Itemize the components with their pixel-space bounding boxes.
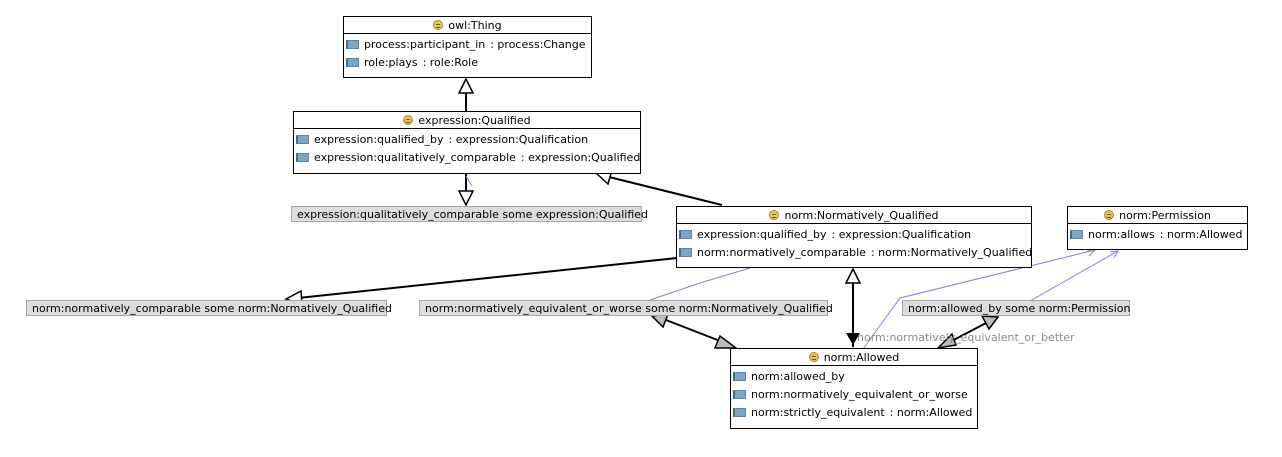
property-list: process:participant_in : process:Change … xyxy=(344,34,591,71)
class-header: expression:Qualified xyxy=(294,112,640,129)
class-owl-thing[interactable]: owl:Thing process:participant_in : proce… xyxy=(343,16,592,78)
property-row[interactable]: norm:allowed_by xyxy=(733,367,977,385)
property-name: norm:allows xyxy=(1088,227,1155,241)
edge-normqual-to-qualified xyxy=(608,176,723,206)
restriction-qualitatively-comparable[interactable]: expression:qualitatively_comparable some… xyxy=(291,206,648,222)
edge-allowed-to-normqual-arrow xyxy=(844,267,862,284)
class-expression-qualified[interactable]: expression:Qualified expression:qualifie… xyxy=(293,111,641,174)
edge-allowed-to-allowedby-arrow xyxy=(980,315,1000,331)
class-title: norm:Permission xyxy=(1119,208,1211,222)
class-header: norm:Permission xyxy=(1068,207,1247,224)
class-title: owl:Thing xyxy=(448,18,502,32)
property-row[interactable]: norm:allows : norm:Allowed xyxy=(1070,225,1247,243)
property-row[interactable]: expression:qualified_by : expression:Qua… xyxy=(296,130,640,148)
property-row[interactable]: norm:normatively_equivalent_or_worse xyxy=(733,385,977,403)
property-name: norm:strictly_equivalent xyxy=(751,405,885,419)
class-norm-allowed[interactable]: norm:Allowed norm:allowed_by norm:normat… xyxy=(730,348,978,429)
class-norm-permission[interactable]: norm:Permission norm:allows : norm:Allow… xyxy=(1067,206,1248,250)
edge-allowed-to-normqual-arrow-bottom xyxy=(846,333,860,345)
property-range: : norm:Allowed xyxy=(889,405,973,419)
edge-label-equivalent-or-better: norm:normatively_equivalent_or_better xyxy=(857,331,1075,344)
class-title: norm:Allowed xyxy=(823,350,900,364)
class-title: expression:Qualified xyxy=(418,113,531,127)
class-norm-normatively-qualified[interactable]: norm:Normatively_Qualified expression:qu… xyxy=(676,206,1032,268)
property-list: expression:qualified_by : expression:Qua… xyxy=(677,224,1033,261)
property-icon xyxy=(296,152,309,162)
restriction-allowed-by[interactable]: norm:allowed_by some norm:Permission xyxy=(902,300,1131,316)
property-icon xyxy=(346,39,359,49)
property-icon xyxy=(346,57,359,67)
property-icon xyxy=(733,407,746,417)
edge-normqual-to-normcomparable xyxy=(297,257,678,299)
edge-qualified-self-2 xyxy=(465,175,473,187)
class-header: norm:Allowed xyxy=(731,349,977,366)
property-row[interactable]: expression:qualified_by : expression:Qua… xyxy=(679,225,1031,243)
restriction-equivalent-or-worse[interactable]: norm:normatively_equivalent_or_worse som… xyxy=(419,300,833,316)
property-name: role:plays xyxy=(364,55,418,69)
edge-qualified-to-thing-arrow xyxy=(457,77,475,94)
property-range: : expression:Qualification xyxy=(831,227,972,241)
edge-qualified-to-restriction-arrow xyxy=(457,190,475,207)
class-icon xyxy=(1104,210,1115,220)
property-name: norm:normatively_equivalent_or_worse xyxy=(751,387,968,401)
edge-permission-to-allowed-head xyxy=(1086,249,1097,257)
class-header: norm:Normatively_Qualified xyxy=(677,207,1031,224)
property-range: : norm:Normatively_Qualified xyxy=(870,245,1033,259)
class-header: owl:Thing xyxy=(344,17,591,34)
property-name: expression:qualified_by xyxy=(697,227,827,241)
class-title: norm:Normatively_Qualified xyxy=(784,208,939,222)
edge-allowedby-to-permission xyxy=(1029,250,1119,302)
property-range: : process:Change xyxy=(490,37,586,51)
class-icon xyxy=(403,115,414,125)
property-row[interactable]: process:participant_in : process:Change xyxy=(346,35,591,53)
edge-allowed-to-equivworse-arrow-bottom xyxy=(713,334,739,349)
property-list: expression:qualified_by : expression:Qua… xyxy=(294,129,640,166)
edge-allowedby-to-permission-head xyxy=(1109,250,1119,259)
property-range: : role:Role xyxy=(422,55,479,69)
class-icon xyxy=(433,20,444,30)
restriction-normatively-comparable[interactable]: norm:normatively_comparable some norm:No… xyxy=(26,300,392,316)
property-name: norm:allowed_by xyxy=(751,369,845,383)
property-range: : norm:Allowed xyxy=(1159,227,1243,241)
property-range: : expression:Qualified xyxy=(520,150,641,164)
property-range: : expression:Qualification xyxy=(448,132,589,146)
property-row[interactable]: norm:normatively_comparable : norm:Norma… xyxy=(679,243,1033,261)
property-name: process:participant_in xyxy=(364,37,486,51)
property-icon xyxy=(1070,229,1083,239)
property-row[interactable]: norm:strictly_equivalent : norm:Allowed xyxy=(733,403,977,421)
property-icon xyxy=(679,229,692,239)
class-icon xyxy=(769,210,780,220)
edge-allowed-to-allowedby-arrow-bottom xyxy=(935,332,958,350)
property-icon xyxy=(733,389,746,399)
property-row[interactable]: expression:qualitatively_comparable : ex… xyxy=(296,148,640,166)
property-row[interactable]: role:plays : role:Role xyxy=(346,53,591,71)
property-name: expression:qualified_by xyxy=(314,132,444,146)
property-name: expression:qualitatively_comparable xyxy=(314,150,516,164)
edge-equivworse-to-normqual xyxy=(649,267,751,301)
property-list: norm:allowed_by norm:normatively_equival… xyxy=(731,366,977,421)
property-icon xyxy=(296,134,309,144)
class-icon xyxy=(808,352,819,362)
property-icon xyxy=(679,247,692,257)
property-icon xyxy=(733,371,746,381)
property-list: norm:allows : norm:Allowed xyxy=(1068,224,1247,243)
property-name: norm:normatively_comparable xyxy=(697,245,866,259)
